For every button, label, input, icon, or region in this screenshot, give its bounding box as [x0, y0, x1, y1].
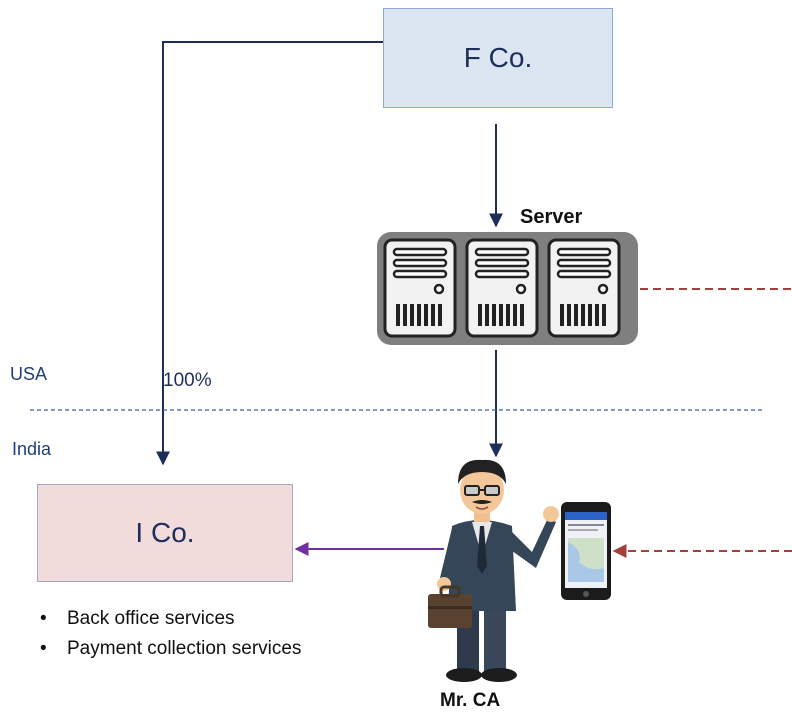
bullet-glyph: •: [40, 608, 47, 629]
server-rack: [377, 232, 638, 345]
server-unit-icon: [383, 238, 457, 338]
region-label-india: India: [12, 439, 52, 459]
ownership-percent: 100%: [163, 370, 212, 391]
services-list: • Back office services • Payment collectio…: [40, 604, 301, 664]
region-label-usa: USA: [10, 364, 48, 384]
ico-label: I Co.: [135, 517, 195, 548]
mrca-label: Mr. CA: [440, 690, 501, 711]
businessman-icon: [428, 459, 559, 682]
bullet-glyph: •: [40, 638, 47, 659]
fco-label: F Co.: [463, 42, 533, 73]
ownership-connector: [156, 41, 383, 466]
fco-box: F Co.: [383, 8, 613, 108]
server-title: Server: [520, 206, 583, 228]
service-text: Back office services: [67, 608, 235, 629]
service-text: Payment collection services: [67, 638, 302, 659]
server-unit-icon: [465, 238, 539, 338]
ico-box: I Co.: [37, 484, 293, 582]
server-units: [383, 238, 621, 338]
list-item: • Payment collection services: [40, 634, 301, 664]
server-unit-icon: [547, 238, 621, 338]
list-item: • Back office services: [40, 604, 301, 634]
smartphone-icon: [561, 502, 611, 600]
